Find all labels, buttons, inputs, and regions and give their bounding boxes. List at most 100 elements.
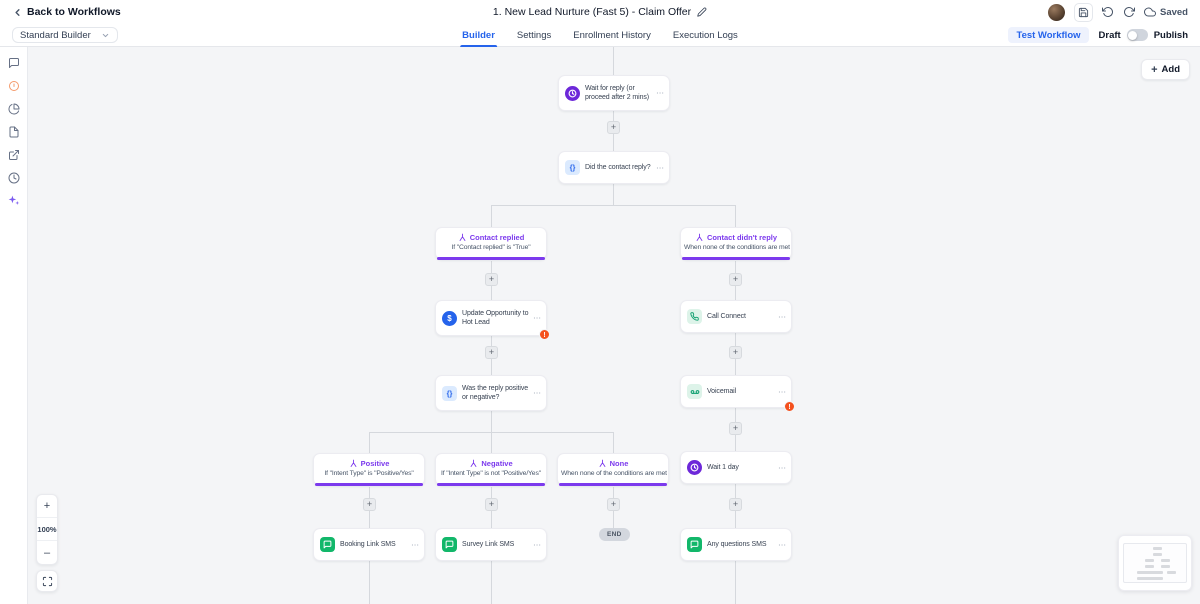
condition-icon xyxy=(565,160,580,175)
node-branch-none[interactable]: None When none of the conditions are met xyxy=(557,453,669,486)
condition-icon xyxy=(442,385,457,401)
zoom-out-button[interactable] xyxy=(37,541,57,564)
node-title: Was the reply positive or negative? xyxy=(462,384,529,401)
node-wait-1-day[interactable]: Wait 1 day ⋯ xyxy=(680,451,792,484)
tab-execution-logs[interactable]: Execution Logs xyxy=(672,30,738,41)
node-title: Voicemail xyxy=(707,387,737,395)
left-icon-rail xyxy=(0,47,28,604)
error-badge xyxy=(539,329,550,340)
node-menu-icon[interactable]: ⋯ xyxy=(533,388,541,398)
branch-accent-bar xyxy=(437,257,545,260)
pie-chart-icon[interactable] xyxy=(7,102,20,115)
branch-condition: When none of the conditions are met xyxy=(561,470,667,477)
undo-button[interactable] xyxy=(1102,6,1114,18)
branch-condition: If "Intent Type" is "Positive/Yes" xyxy=(324,470,414,477)
redo-icon xyxy=(1124,7,1135,17)
node-did-contact-reply[interactable]: Did the contact reply? ⋯ xyxy=(558,151,670,184)
node-title: Booking Link SMS xyxy=(340,540,396,548)
minimap[interactable] xyxy=(1118,535,1192,591)
ai-sparkles-icon[interactable] xyxy=(7,194,20,207)
node-was-reply-positive[interactable]: Was the reply positive or negative? ⋯ xyxy=(435,375,547,411)
node-menu-icon[interactable]: ⋯ xyxy=(411,540,419,549)
node-title: Any questions SMS xyxy=(707,540,767,548)
branch-accent-bar xyxy=(559,483,667,486)
branch-title: Contact replied xyxy=(469,233,525,242)
node-menu-icon[interactable]: ⋯ xyxy=(778,463,786,472)
node-update-opportunity[interactable]: Update Opportunity to Hot Lead ⋯ xyxy=(435,300,550,340)
add-step-button[interactable] xyxy=(729,498,742,511)
save-version-icon xyxy=(1078,7,1089,17)
voicemail-icon xyxy=(687,384,702,399)
sms-icon xyxy=(320,537,335,552)
node-menu-icon[interactable]: ⋯ xyxy=(778,312,786,321)
tab-enrollment-history[interactable]: Enrollment History xyxy=(573,30,651,41)
cloud-icon xyxy=(1144,7,1156,17)
node-menu-icon[interactable]: ⋯ xyxy=(533,540,541,549)
back-to-workflows-button[interactable]: Back to Workflows xyxy=(12,6,121,18)
branch-icon xyxy=(696,233,703,241)
user-avatar[interactable] xyxy=(1048,3,1065,21)
node-menu-icon[interactable]: ⋯ xyxy=(656,163,664,172)
comment-icon[interactable] xyxy=(7,56,20,69)
node-menu-icon[interactable]: ⋯ xyxy=(778,540,786,549)
node-survey-link-sms[interactable]: Survey Link SMS ⋯ xyxy=(435,528,547,561)
status-circle-icon[interactable] xyxy=(7,79,20,92)
error-badge xyxy=(784,401,795,412)
add-action-button[interactable]: Add xyxy=(1141,59,1190,80)
add-step-button[interactable] xyxy=(485,273,498,286)
node-title: Survey Link SMS xyxy=(462,540,515,548)
opportunity-icon xyxy=(442,310,457,326)
branch-icon xyxy=(599,459,606,467)
zoom-in-button[interactable] xyxy=(37,495,57,518)
saved-label: Saved xyxy=(1160,6,1188,18)
add-step-button[interactable] xyxy=(485,346,498,359)
node-menu-icon[interactable]: ⋯ xyxy=(656,88,664,98)
builder-tabs: Builder Settings Enrollment History Exec… xyxy=(460,24,738,47)
branch-title: Contact didn't reply xyxy=(706,233,778,242)
node-branch-contact-replied[interactable]: Contact replied If "Contact replied" is … xyxy=(435,227,547,260)
publish-toggle[interactable] xyxy=(1126,29,1148,41)
document-icon[interactable] xyxy=(7,125,20,138)
add-step-button[interactable] xyxy=(607,498,620,511)
node-booking-link-sms[interactable]: Booking Link SMS ⋯ xyxy=(313,528,425,561)
node-branch-positive[interactable]: Positive If "Intent Type" is "Positive/Y… xyxy=(313,453,425,486)
add-step-button[interactable] xyxy=(485,498,498,511)
redo-button[interactable] xyxy=(1123,6,1135,18)
add-step-button[interactable] xyxy=(729,422,742,435)
add-step-button[interactable] xyxy=(363,498,376,511)
branch-title: None xyxy=(609,459,629,468)
node-menu-icon[interactable]: ⋯ xyxy=(533,313,541,323)
node-voicemail[interactable]: Voicemail ⋯ xyxy=(680,375,795,412)
node-branch-negative[interactable]: Negative If "Intent Type" is not "Positi… xyxy=(435,453,547,486)
branch-condition: If "Contact replied" is "True" xyxy=(451,244,531,251)
plus-icon xyxy=(1151,64,1157,76)
add-step-button[interactable] xyxy=(729,346,742,359)
node-wait-for-reply[interactable]: Wait for reply (or proceed after 2 mins)… xyxy=(558,75,670,111)
node-any-questions-sms[interactable]: Any questions SMS ⋯ xyxy=(680,528,792,561)
back-label: Back to Workflows xyxy=(27,6,121,18)
test-workflow-button[interactable]: Test Workflow xyxy=(1008,27,1089,43)
add-label: Add xyxy=(1161,64,1180,75)
workflow-canvas[interactable]: Wait for reply (or proceed after 2 mins)… xyxy=(28,47,1200,604)
wait-icon xyxy=(565,85,580,101)
external-link-icon[interactable] xyxy=(7,148,20,161)
node-branch-contact-didnt-reply[interactable]: Contact didn't reply When none of the co… xyxy=(680,227,792,260)
node-title: Wait for reply (or proceed after 2 mins) xyxy=(585,84,650,101)
add-step-button[interactable] xyxy=(607,121,620,134)
node-title: Call Connect xyxy=(707,312,746,320)
version-history-button[interactable] xyxy=(1074,2,1093,22)
builder-mode-select[interactable]: Standard Builder xyxy=(12,27,118,43)
tab-settings[interactable]: Settings xyxy=(516,30,552,41)
node-call-connect[interactable]: Call Connect ⋯ xyxy=(680,300,792,333)
history-icon[interactable] xyxy=(7,171,20,184)
draft-label: Draft xyxy=(1098,29,1121,41)
branch-icon xyxy=(459,233,466,241)
minimap-viewport xyxy=(1123,543,1187,583)
add-step-button[interactable] xyxy=(729,273,742,286)
edit-title-icon[interactable] xyxy=(697,7,707,17)
tab-builder[interactable]: Builder xyxy=(460,24,497,47)
branch-icon xyxy=(350,459,356,467)
node-title: Did the contact reply? xyxy=(585,163,651,171)
fit-to-screen-button[interactable] xyxy=(36,570,58,592)
node-menu-icon[interactable]: ⋯ xyxy=(778,387,786,396)
